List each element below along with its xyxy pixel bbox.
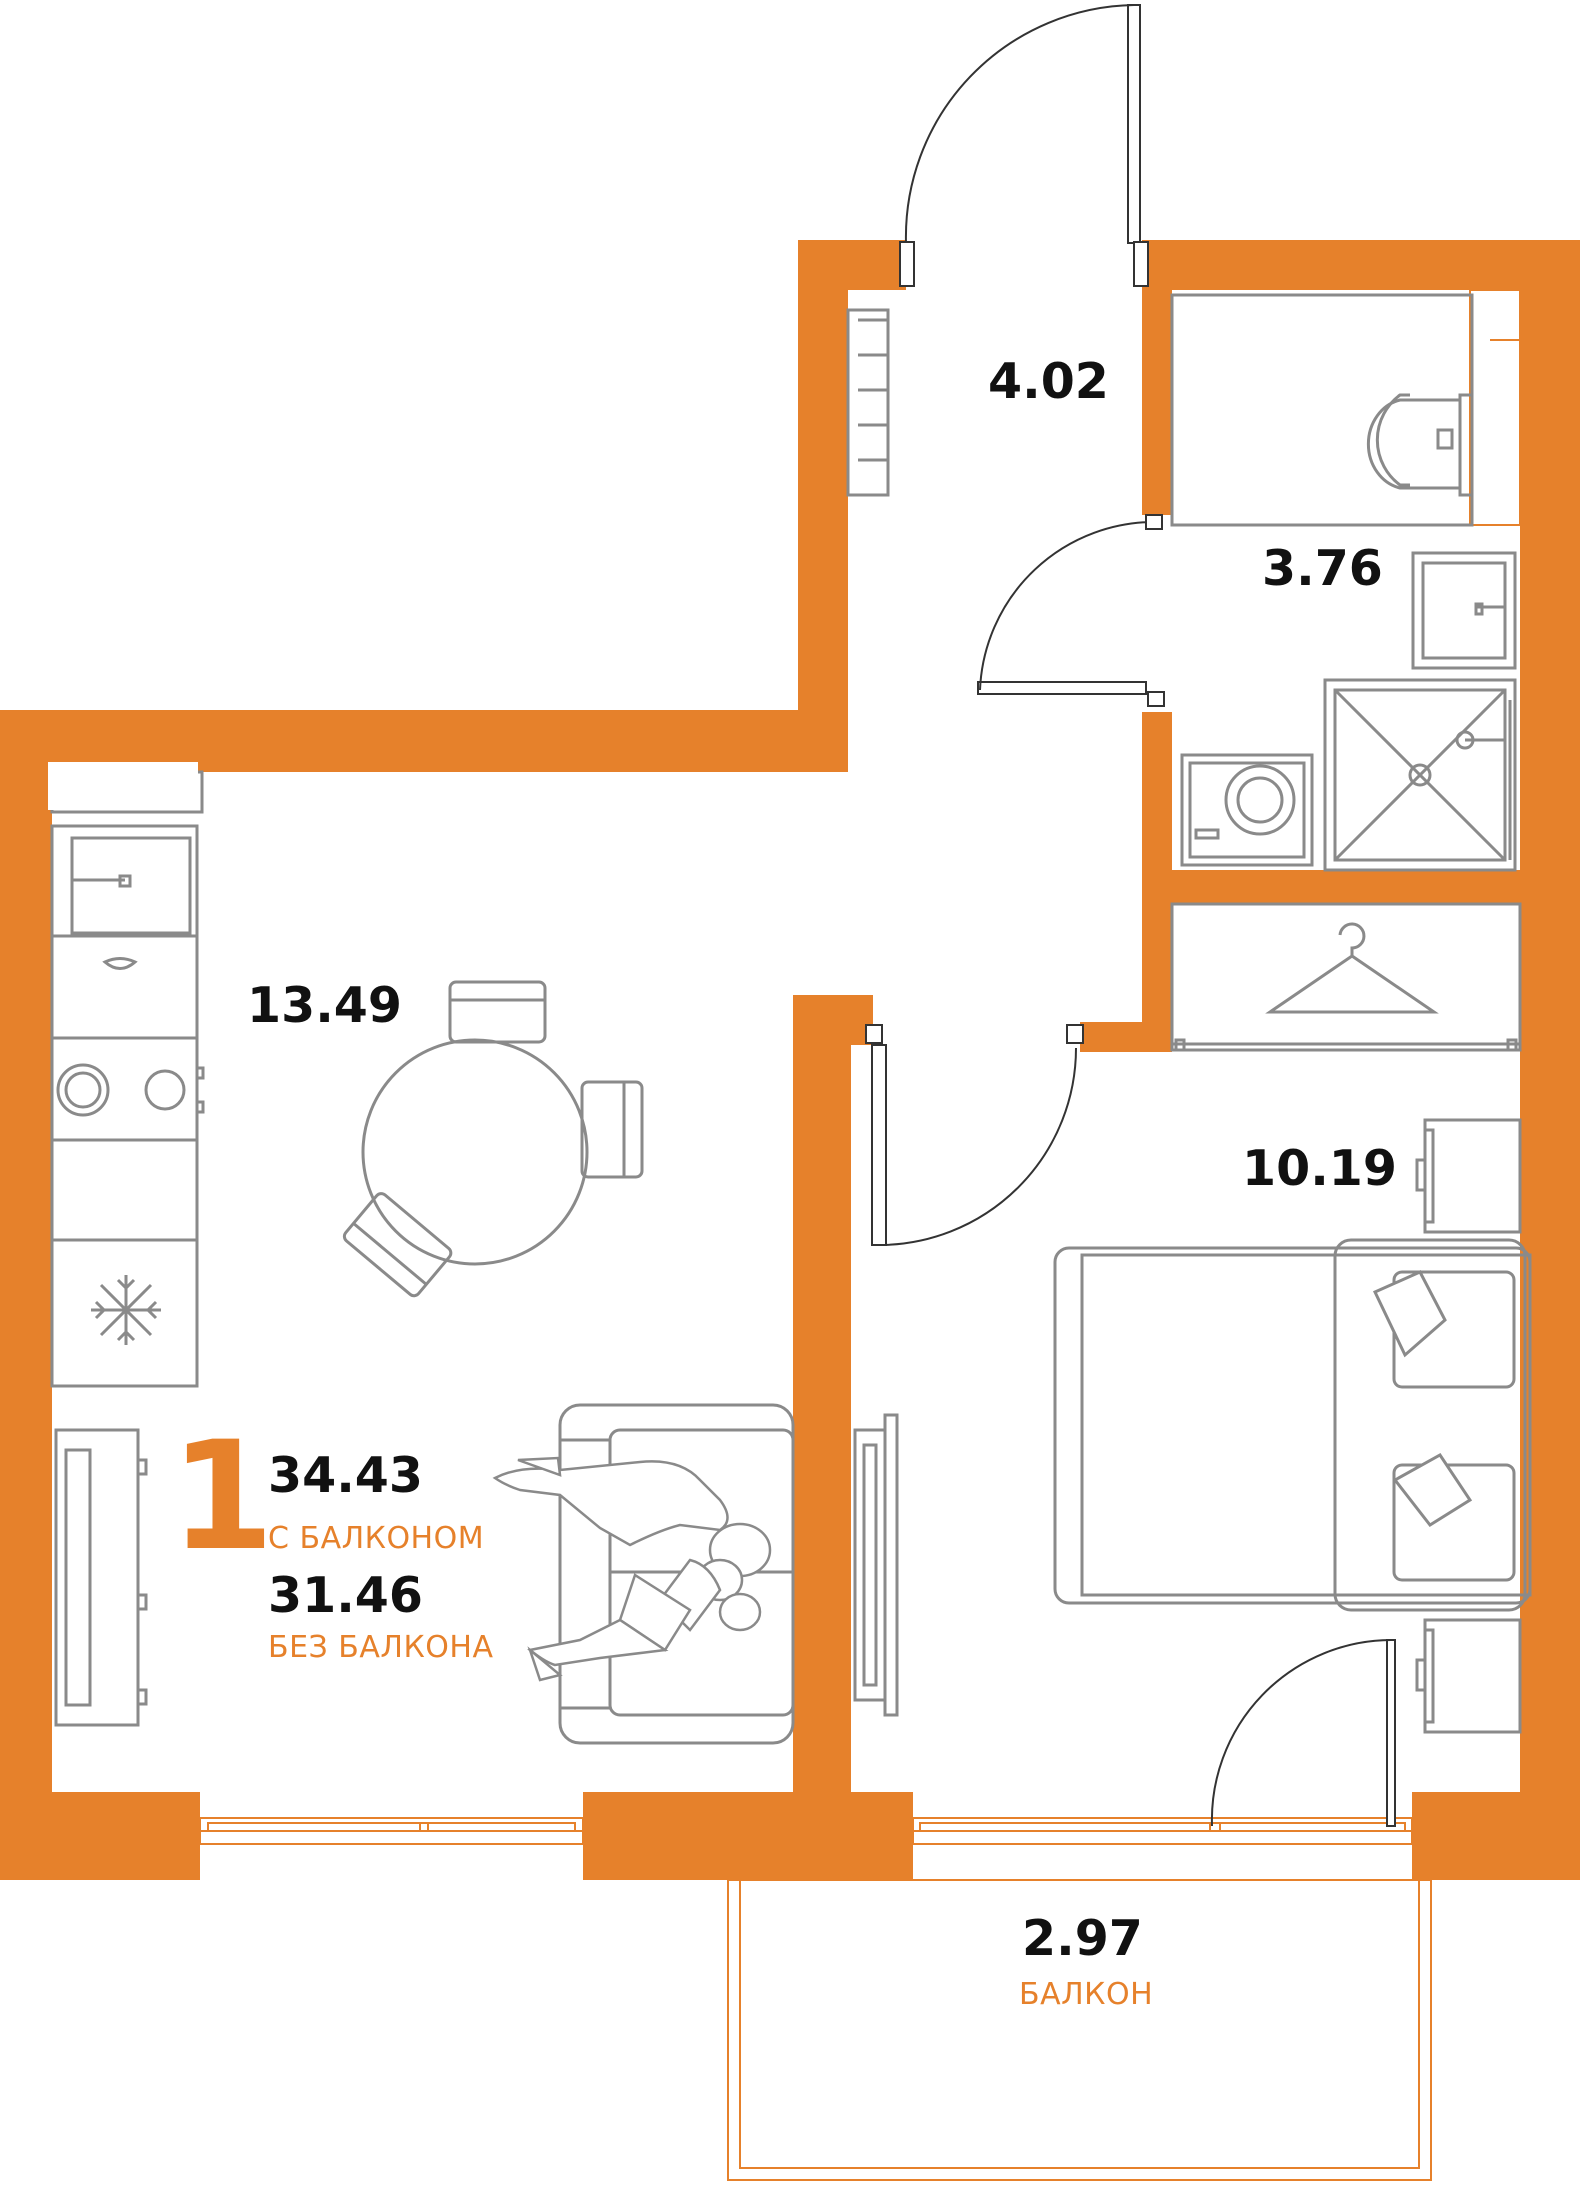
bed-icon (1053, 1238, 1532, 1612)
kitchen-living-area: 13.49 (247, 977, 402, 1034)
nightstand-icon (1415, 1118, 1522, 1234)
pillow-icon (1372, 1270, 1447, 1358)
faucet-icon (102, 957, 138, 970)
sink-icon (1411, 551, 1517, 670)
without-balcony-label: БЕЗ БАЛКОНА (268, 1630, 493, 1665)
wardrobe-icon (1170, 902, 1522, 1052)
balcony-label: БАЛКОН (1019, 1977, 1153, 2012)
tv-icon (853, 1413, 899, 1717)
total-without-balcony: 31.46 (268, 1567, 423, 1624)
chair-icon (342, 1192, 453, 1298)
radiator-icon (846, 308, 890, 497)
people-illustration (492, 1456, 772, 1682)
tv-icon (54, 1428, 148, 1727)
toilet-icon (1170, 293, 1474, 527)
window-bedroom (912, 1817, 1413, 1845)
hallway-area: 4.02 (988, 353, 1109, 410)
stove-icon (56, 1063, 205, 1117)
window-kitchen (199, 1817, 584, 1845)
doors (865, 4, 1396, 1827)
with-balcony-label: С БАЛКОНОМ (268, 1521, 484, 1556)
shower-icon (1323, 678, 1517, 872)
nightstand-icon (1415, 1618, 1522, 1734)
rooms-count: 1 (170, 1410, 274, 1584)
bathtub-edge (1469, 289, 1521, 526)
chair-icon (580, 1080, 644, 1179)
total-with-balcony: 34.43 (268, 1447, 423, 1504)
bedroom-area: 10.19 (1242, 1140, 1397, 1197)
hanger-icon (1265, 922, 1439, 1014)
bathroom-door-leaf (977, 681, 1147, 695)
balcony-outline (727, 1879, 1432, 2181)
kitchen-counter (50, 824, 205, 1388)
washing-machine-icon (1180, 753, 1314, 867)
entrance-door-leaf (1127, 4, 1141, 244)
bedroom-door-leaf (871, 1044, 887, 1246)
balcony-area: 2.97 (1022, 1910, 1143, 1967)
sink-icon (70, 836, 192, 935)
walls (0, 240, 1580, 1880)
balcony-door-leaf (1386, 1639, 1396, 1827)
kitchen-hood (48, 762, 204, 814)
chair-icon (448, 980, 547, 1044)
dining-table-icon (342, 980, 644, 1298)
fridge-icon (91, 1275, 161, 1345)
bathroom-area: 3.76 (1262, 540, 1383, 597)
pillow-icon (1392, 1453, 1473, 1527)
sofa-icon (558, 1403, 795, 1745)
